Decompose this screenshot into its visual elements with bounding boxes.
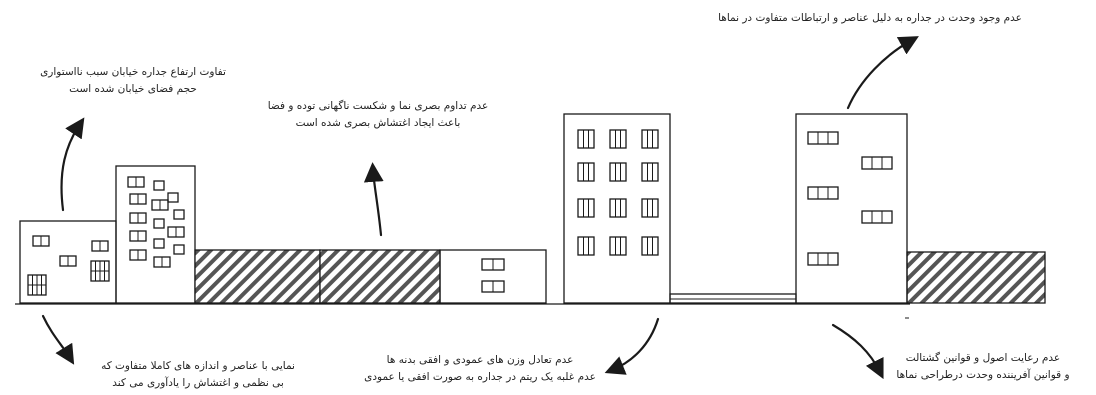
window <box>153 218 165 229</box>
annotation-height-difference: تفاوت ارتفاع جداره خیابان سبب نااستواری … <box>18 64 248 98</box>
annotation-text: عدم غلبه یک ریتم در جداره به صورت افقی ی… <box>364 371 596 383</box>
low-base-connector <box>669 293 797 304</box>
annotation-text: عدم وجود وحدت در جداره به دلیل عناصر و ا… <box>718 12 1022 24</box>
window <box>641 236 659 256</box>
annotation-text: تفاوت ارتفاع جداره خیابان سبب نااستواری <box>40 66 226 78</box>
annotation-text: عدم رعایت اصول و قوانین گشتالت <box>905 352 1061 364</box>
annotation-text: عدم تعادل وزن های عمودی و افقی بدنه ها <box>386 354 574 366</box>
window-grid-lines <box>583 130 653 255</box>
arrow-balance <box>604 317 660 375</box>
window <box>641 198 659 218</box>
window <box>153 238 165 249</box>
building-low-middle <box>439 249 547 304</box>
window <box>609 198 627 218</box>
annotation-text: نمایی با عناصر و اندازه های کاملا متفاوت… <box>101 360 295 372</box>
window <box>609 236 627 256</box>
window-grid-lines <box>28 236 109 295</box>
hatched-wall-2 <box>319 249 441 304</box>
window-grid-lines <box>817 132 883 265</box>
window <box>167 192 179 203</box>
annotation-unity: عدم وجود وحدت در جداره به دلیل عناصر و ا… <box>680 10 1060 27</box>
hatched-wall-3 <box>906 251 1046 304</box>
window <box>807 186 839 200</box>
annotation-text: بی نظمی و اغتشاش را یادآوری می کند <box>112 377 284 389</box>
arrow-height-difference <box>60 117 85 212</box>
window <box>577 236 595 256</box>
annotation-text: و قوانین آفریننده وحدت درطراحی نماها <box>896 369 1070 381</box>
arrow-different-elements <box>41 314 75 365</box>
window-grid-lines <box>135 177 177 267</box>
window <box>577 162 595 182</box>
arrow-unity <box>846 36 919 110</box>
window <box>807 252 839 266</box>
window <box>173 209 185 220</box>
annotation-balance: عدم تعادل وزن های عمودی و افقی بدنه ها ع… <box>330 352 630 386</box>
annotation-text: باعث ایجاد اغتشاش بصری شده است <box>295 117 461 129</box>
building-tall-left <box>115 165 196 304</box>
hatched-wall-1 <box>194 249 321 304</box>
window <box>807 131 839 145</box>
annotation-different-elements: نمایی با عناصر و اندازه های کاملا متفاوت… <box>48 358 348 392</box>
window <box>609 162 627 182</box>
window <box>173 244 185 255</box>
building-tower-center <box>563 113 671 304</box>
annotation-text: عدم تداوم بصری نما و شکست ناگهانی توده و… <box>267 100 489 112</box>
annotation-gestalt: عدم رعایت اصول و قوانین گشتالت و قوانین … <box>868 350 1096 384</box>
window <box>153 180 165 191</box>
arrow-visual-continuity <box>363 162 384 237</box>
window <box>861 156 893 170</box>
arrow-gestalt <box>831 323 884 380</box>
annotation-text: حجم فضای خیابان شده است <box>69 83 197 95</box>
window <box>861 210 893 224</box>
window <box>577 198 595 218</box>
annotation-visual-continuity: عدم تداوم بصری نما و شکست ناگهانی توده و… <box>228 98 528 132</box>
window <box>641 129 659 149</box>
window <box>609 129 627 149</box>
building-tower-right <box>795 113 908 304</box>
window <box>641 162 659 182</box>
window <box>577 129 595 149</box>
